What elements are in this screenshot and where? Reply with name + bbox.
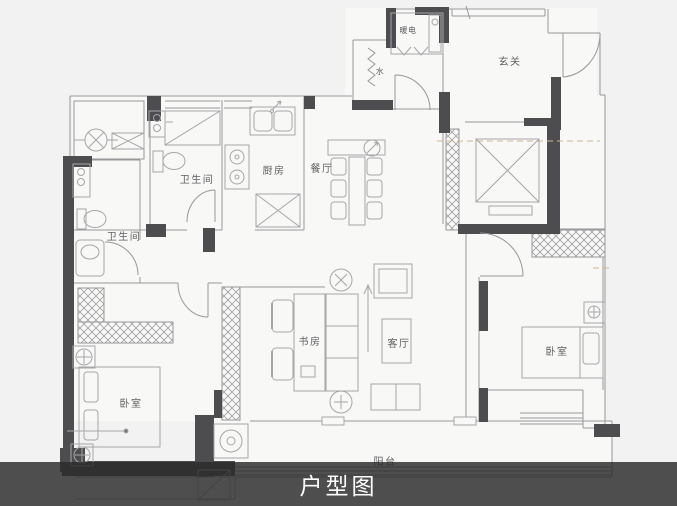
- desk-chairs: [271, 299, 294, 381]
- bed: [521, 326, 604, 379]
- room-label-utility: 暖电: [400, 25, 417, 35]
- toilet: [76, 208, 107, 230]
- pillow: [582, 332, 600, 365]
- wardrobe: [77, 321, 174, 344]
- floor-area: [72, 8, 612, 478]
- kitchen-sink: [249, 100, 296, 136]
- window: [224, 100, 252, 109]
- pillow: [83, 371, 99, 403]
- room-labels: 玄关 暖电 水 厨房 餐厅 卫生间 卫生间 书房 客厅 卧室 卧室 阳台: [107, 25, 569, 468]
- dimension-leader: [67, 428, 129, 434]
- washing-machine: [213, 423, 249, 459]
- side-table: [329, 268, 353, 414]
- room-label-kitchen: 厨房: [263, 164, 286, 177]
- pointer-line: [363, 283, 373, 352]
- toilet: [152, 150, 186, 173]
- dining-table: [330, 156, 383, 226]
- bed: [78, 366, 161, 448]
- door-zigzag: [367, 47, 376, 87]
- room-label-entrance: 玄关: [499, 55, 522, 68]
- duct-column: [445, 128, 460, 231]
- stove: [224, 144, 250, 190]
- door-arc: [479, 232, 524, 277]
- laptop-icon: [300, 365, 316, 378]
- partition-shelf: [221, 286, 241, 421]
- door-arc: [562, 33, 601, 78]
- room-label-bathroom-upper: 卫生间: [180, 173, 215, 186]
- furniture: [67, 12, 606, 501]
- room-label-living: 客厅: [388, 337, 411, 350]
- desk: [293, 293, 326, 392]
- doors: [104, 33, 601, 318]
- door-arc: [104, 241, 139, 276]
- windows: [165, 5, 546, 109]
- tv-stand: [370, 383, 421, 411]
- caption-title: 户型图: [299, 473, 378, 499]
- wardrobe: [77, 287, 105, 323]
- ac-unit-icon: [74, 128, 145, 152]
- room-label-bedroom-right: 卧室: [546, 345, 569, 358]
- fridge-space: [255, 193, 301, 228]
- coffee-table: [381, 318, 412, 364]
- room-label-bedroom-left: 卧室: [120, 397, 143, 410]
- sideboard: [327, 139, 386, 157]
- room-label-study: 书房: [299, 335, 322, 348]
- window: [451, 5, 546, 20]
- pillow: [83, 409, 99, 441]
- window: [165, 100, 220, 109]
- utility-closet: [390, 12, 444, 56]
- ceiling-symbol: [70, 345, 96, 467]
- bathroom-vanity: [72, 163, 91, 198]
- door-arc: [186, 189, 216, 223]
- shower: [164, 110, 221, 146]
- room-label-dining: 餐厅: [311, 162, 334, 175]
- door-arc: [394, 74, 431, 111]
- room-label-water: 水: [376, 66, 385, 76]
- cabinet: [373, 263, 413, 299]
- bathtub: [75, 239, 105, 277]
- sliding-door-handles: [321, 416, 477, 426]
- reference-dashed-lines: [437, 140, 612, 269]
- elevator-shaft: [475, 138, 540, 216]
- room-label-bathroom-lower: 卫生间: [107, 230, 142, 243]
- nightstand: [583, 301, 606, 324]
- door-arc: [177, 282, 209, 318]
- caption-bar: 户型图: [0, 462, 677, 506]
